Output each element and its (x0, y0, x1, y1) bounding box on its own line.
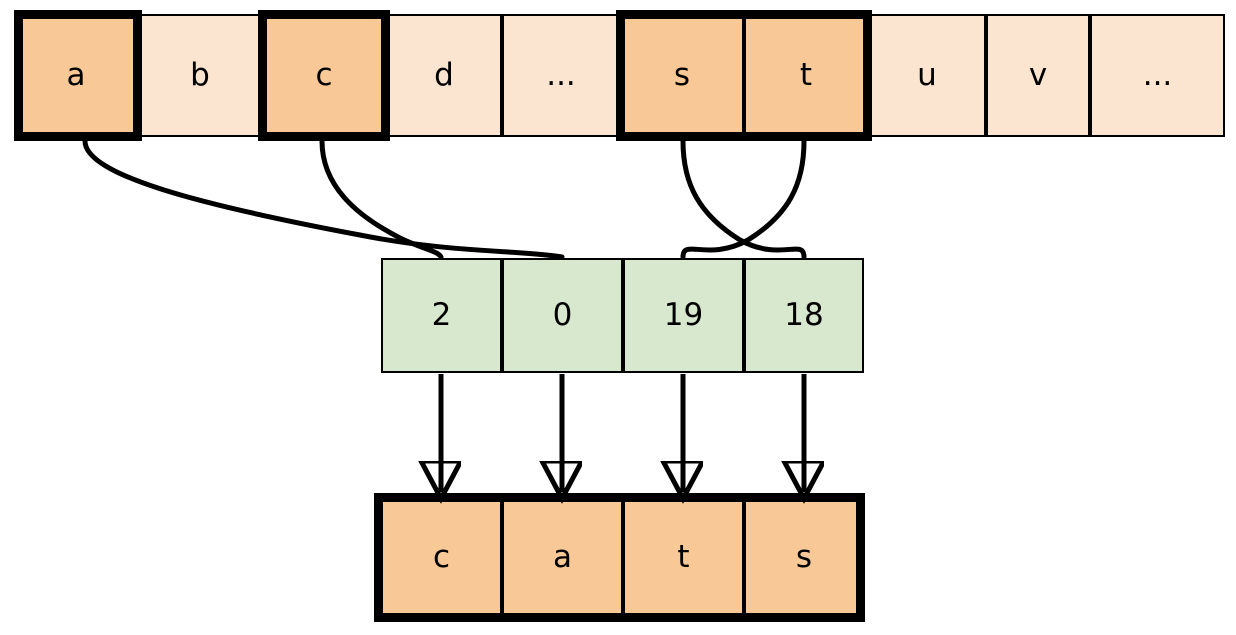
connector-t-to-index2 (680, 138, 807, 260)
alphabet-cell-b[interactable]: b (138, 14, 262, 137)
alphabet-cell-u[interactable]: u (868, 14, 986, 137)
index-cell-2[interactable]: 19 (623, 258, 744, 373)
alphabet-cell-ellipsis-left[interactable]: ... (502, 14, 620, 137)
alphabet-cell-d[interactable]: d (386, 14, 502, 137)
alphabet-cell-ellipsis-right[interactable]: ... (1090, 14, 1225, 137)
alphabet-cell-s[interactable]: s (620, 14, 744, 137)
connector-a-to-index1 (82, 138, 565, 260)
alphabet-cell-t[interactable]: t (744, 14, 868, 137)
result-cell-2[interactable]: t (623, 500, 744, 615)
alphabet-cell-a[interactable]: a (14, 14, 138, 137)
result-cell-0[interactable]: c (381, 500, 502, 615)
result-cell-1[interactable]: a (502, 500, 623, 615)
alphabet-cell-v[interactable]: v (986, 14, 1090, 137)
index-cell-1[interactable]: 0 (502, 258, 623, 373)
alphabet-cell-c[interactable]: c (262, 14, 386, 137)
result-cell-3[interactable]: s (744, 500, 864, 615)
connector-s-to-index3 (680, 138, 807, 260)
index-cell-0[interactable]: 2 (381, 258, 502, 373)
index-cell-3[interactable]: 18 (744, 258, 864, 373)
connector-c-to-index0 (319, 138, 444, 260)
